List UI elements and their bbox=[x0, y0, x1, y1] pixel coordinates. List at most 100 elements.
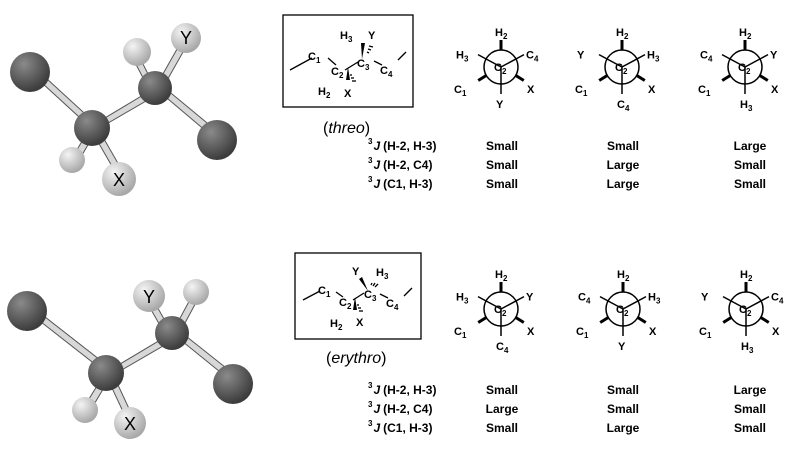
carbon-atom bbox=[74, 110, 110, 146]
coupling-value: Small bbox=[607, 402, 639, 416]
upper-right-substituent-label: H3 bbox=[647, 50, 660, 64]
upper-right-substituent-label: Y bbox=[770, 50, 778, 62]
c2-label: C2 bbox=[331, 66, 344, 80]
coupling-value: Small bbox=[486, 139, 518, 153]
h2-label: H2 bbox=[318, 86, 331, 100]
x-label: X bbox=[113, 170, 125, 190]
top-substituent-label: H2 bbox=[616, 27, 629, 41]
coupling-value: Small bbox=[734, 158, 766, 172]
coupling-value: Small bbox=[486, 158, 518, 172]
h3-label: H3 bbox=[340, 30, 353, 44]
hydrogen-atom bbox=[183, 279, 209, 305]
y-label: Y bbox=[180, 28, 192, 48]
c3-label: C3 bbox=[364, 289, 377, 303]
carbon-atom bbox=[155, 316, 189, 350]
coupling-value: Small bbox=[486, 421, 518, 435]
coupling-label: 3J(H-2, H-3) bbox=[368, 381, 436, 397]
top-substituent-label: H2 bbox=[739, 27, 752, 41]
lower-right-substituent-label: X bbox=[772, 326, 780, 338]
erythro-coupling-row: 3J(H-2, H-3) Small Small Large bbox=[368, 381, 767, 397]
coupling-value: Large bbox=[607, 421, 640, 435]
center-carbon-label: C2 bbox=[494, 62, 507, 76]
bottom-substituent-label: Y bbox=[496, 99, 504, 111]
hydrogen-atom bbox=[72, 397, 98, 423]
x-label: X bbox=[356, 317, 364, 329]
coupling-value: Small bbox=[734, 421, 766, 435]
bottom-substituent-label: C4 bbox=[496, 341, 509, 355]
center-carbon-label: C2 bbox=[738, 62, 751, 76]
upper-left-substituent-label: Y bbox=[701, 292, 709, 304]
lower-left-substituent-label: C1 bbox=[576, 326, 589, 340]
y-label: Y bbox=[143, 287, 155, 307]
substituent-y-atom bbox=[171, 23, 201, 53]
erythro-caption: (erythro) bbox=[326, 350, 386, 367]
c1-label: C1 bbox=[308, 51, 321, 65]
bottom-substituent-label: C4 bbox=[617, 99, 630, 113]
substituent-x-atom bbox=[102, 162, 136, 196]
carbon-atom bbox=[88, 355, 124, 391]
coupling-value: Small bbox=[607, 383, 639, 397]
center-carbon-label: C2 bbox=[494, 304, 507, 318]
substituent-x-atom bbox=[114, 407, 146, 439]
lower-left-substituent-label: C1 bbox=[454, 84, 467, 98]
erythro-zigzag-structure: Y H3 C1 C2 C3 C4 H2 X bbox=[294, 252, 422, 340]
top-substituent-label: H2 bbox=[495, 27, 508, 41]
upper-left-substituent-label: H3 bbox=[456, 50, 469, 64]
center-carbon-label: C2 bbox=[615, 62, 628, 76]
lower-right-substituent-label: X bbox=[771, 84, 779, 96]
coupling-value: Large bbox=[486, 402, 519, 416]
carbon-atom bbox=[10, 52, 50, 92]
coupling-value: Large bbox=[734, 383, 767, 397]
threo-ball-stick-model: Y X bbox=[10, 23, 237, 196]
coupling-value: Large bbox=[734, 139, 767, 153]
hydrogen-atom bbox=[123, 38, 151, 66]
upper-right-substituent-label: C4 bbox=[771, 292, 784, 306]
carbon-atom bbox=[138, 71, 172, 105]
coupling-value: Small bbox=[486, 383, 518, 397]
upper-right-substituent-label: H3 bbox=[648, 292, 661, 306]
bottom-substituent-label: H3 bbox=[741, 341, 754, 355]
upper-left-substituent-label: C4 bbox=[578, 292, 591, 306]
h2-label: H2 bbox=[330, 318, 343, 332]
coupling-label: 3J(H-2, H-3) bbox=[368, 137, 436, 153]
c4-label: C4 bbox=[380, 65, 393, 79]
c4-label: C4 bbox=[386, 298, 399, 312]
h3-label: H3 bbox=[376, 267, 389, 281]
upper-left-substituent-label: Y bbox=[577, 50, 585, 62]
x-label: X bbox=[344, 88, 352, 100]
top-substituent-label: H2 bbox=[495, 269, 508, 283]
y-label: Y bbox=[352, 266, 360, 278]
upper-left-substituent-label: C4 bbox=[700, 50, 713, 64]
center-carbon-label: C2 bbox=[616, 304, 629, 318]
lower-left-substituent-label: C1 bbox=[699, 326, 712, 340]
hydrogen-atom bbox=[59, 147, 85, 173]
c1-label: C1 bbox=[318, 285, 331, 299]
center-carbon-label: C2 bbox=[739, 304, 752, 318]
threo-caption: (threo) bbox=[323, 120, 370, 137]
y-label: Y bbox=[368, 30, 376, 42]
lower-left-substituent-label: C1 bbox=[575, 84, 588, 98]
lower-left-substituent-label: C1 bbox=[698, 84, 711, 98]
coupling-label: 3J(C1, H-3) bbox=[368, 175, 432, 191]
coupling-value: Large bbox=[607, 158, 640, 172]
c3-label: C3 bbox=[357, 58, 370, 72]
c2-label: C2 bbox=[339, 297, 352, 311]
lower-right-substituent-label: X bbox=[527, 326, 535, 338]
lower-right-substituent-label: X bbox=[649, 326, 657, 338]
coupling-value: Small bbox=[734, 177, 766, 191]
upper-right-substituent-label: C4 bbox=[526, 50, 539, 64]
upper-left-substituent-label: H3 bbox=[456, 292, 469, 306]
carbon-atom bbox=[7, 291, 47, 331]
erythro-ball-stick-model: Y X bbox=[7, 279, 253, 439]
